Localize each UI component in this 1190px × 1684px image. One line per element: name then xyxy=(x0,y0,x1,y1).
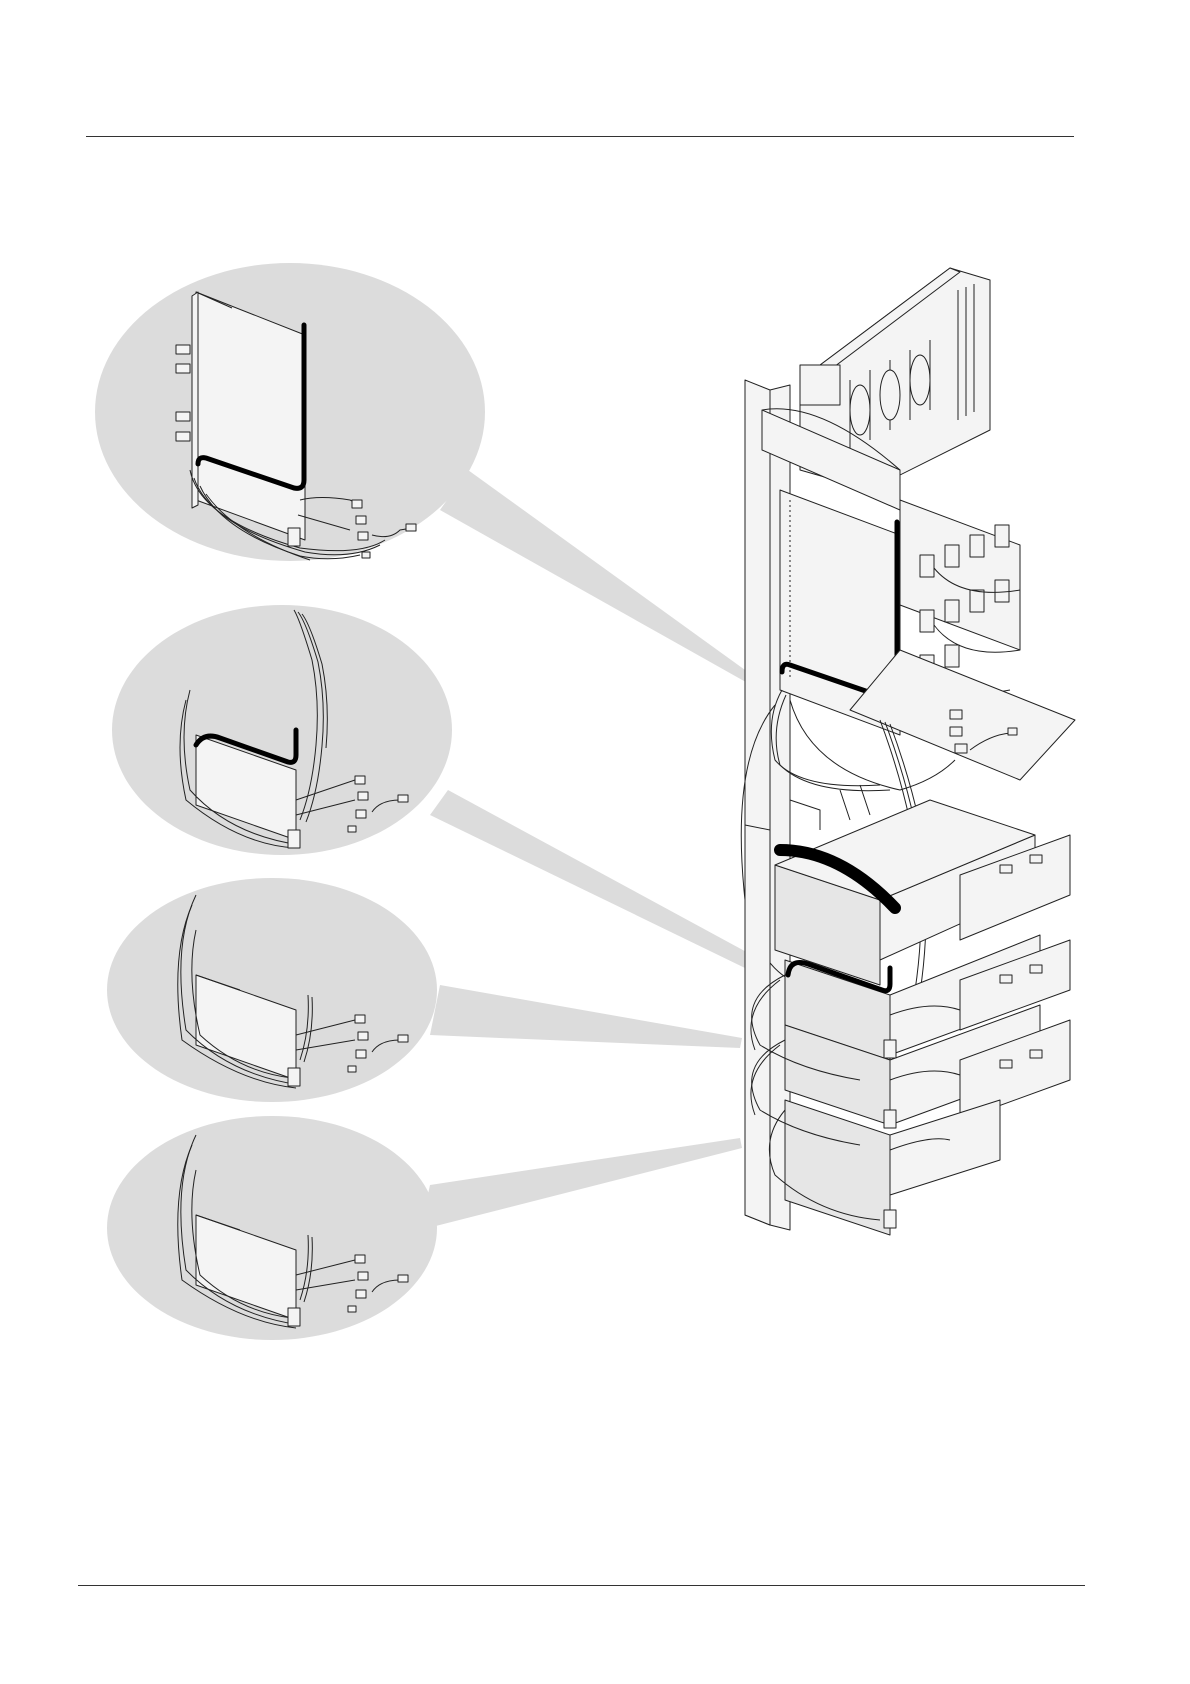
footer-rule xyxy=(78,1585,1085,1586)
cabinet-assembly xyxy=(741,268,1075,1235)
magnifier-beams xyxy=(420,470,760,1230)
